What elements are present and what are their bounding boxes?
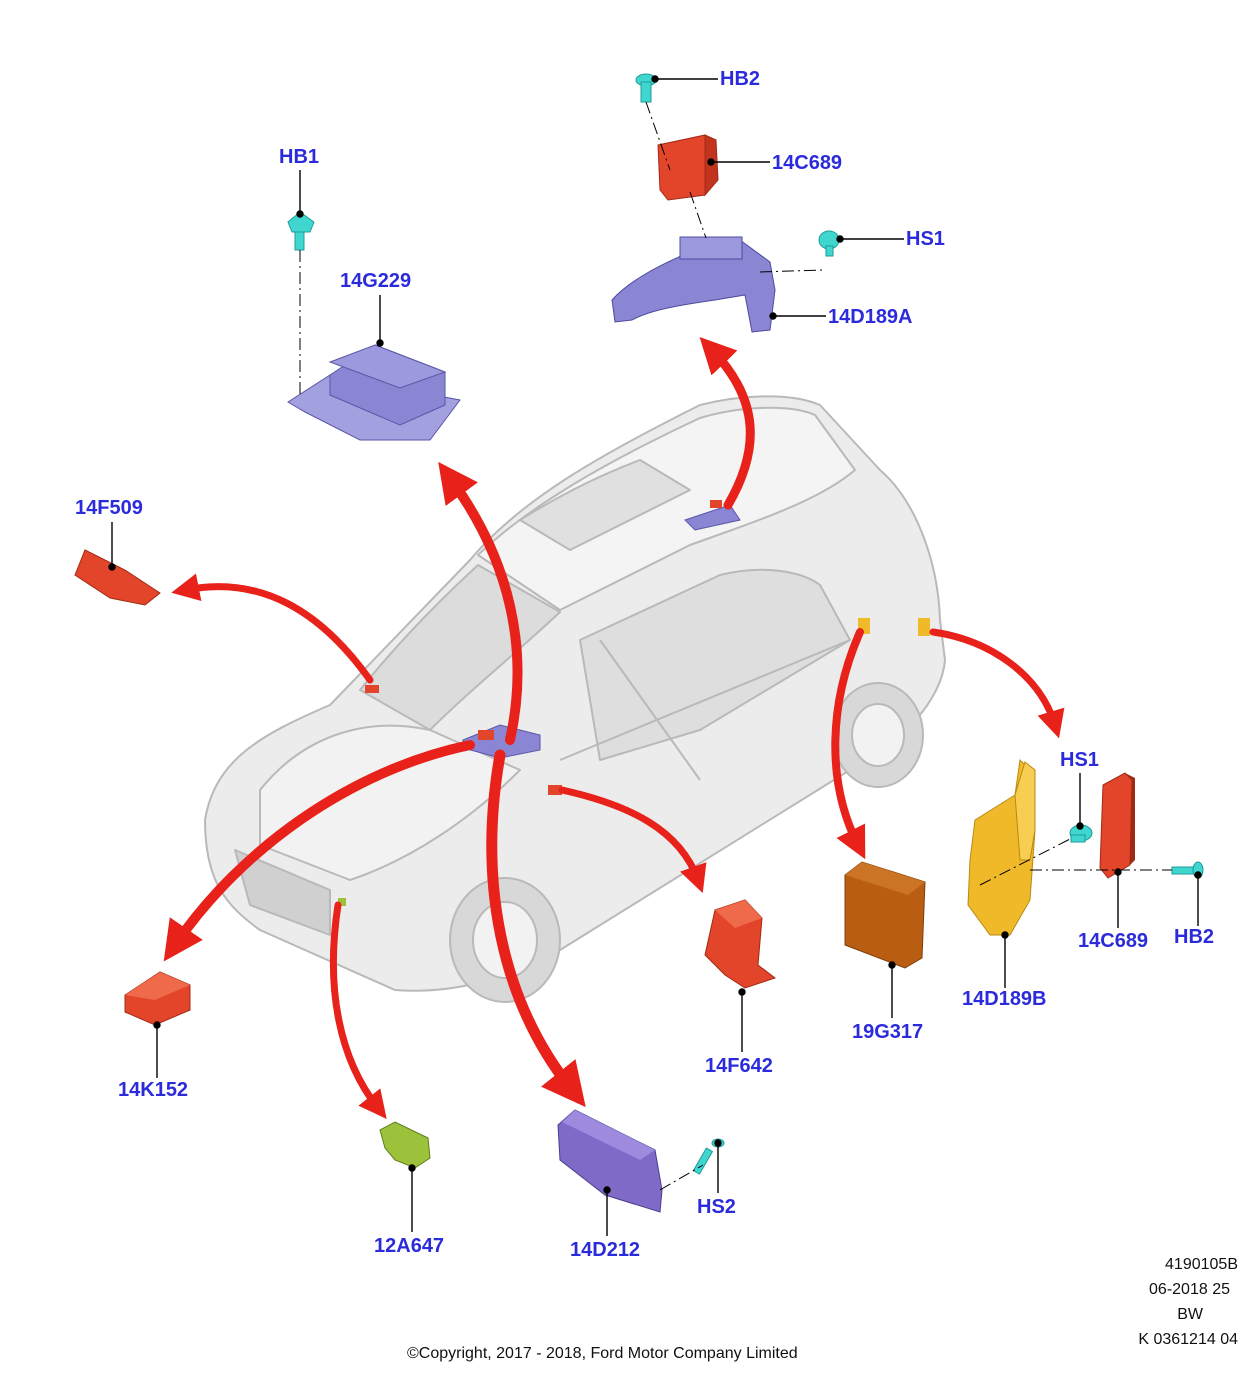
label-19g317[interactable]: 19G317 bbox=[852, 1021, 924, 1043]
reference-code: 4190105B bbox=[1165, 1256, 1238, 1273]
arrow-to-12a647 bbox=[329, 901, 387, 1119]
vehicle-installed-modules bbox=[338, 500, 930, 906]
leader-lines bbox=[108, 75, 1202, 1236]
module-19g317[interactable] bbox=[844, 861, 926, 969]
copyright-notice: ©Copyright, 2017 - 2018, Ford Motor Comp… bbox=[407, 1345, 798, 1362]
arrow-to-14d189b bbox=[929, 628, 1065, 739]
vehicle-grille bbox=[234, 849, 331, 936]
vehicle-sunroof bbox=[519, 459, 691, 551]
arrow-to-14f509 bbox=[171, 573, 374, 684]
arrow-to-14k152 bbox=[163, 740, 475, 962]
module-14f509[interactable] bbox=[74, 549, 161, 606]
module-14c689-right[interactable] bbox=[1099, 772, 1135, 879]
module-14d189b[interactable] bbox=[967, 758, 1036, 936]
label-hs2[interactable]: HS2 bbox=[697, 1196, 736, 1218]
label-hs1-top[interactable]: HS1 bbox=[906, 228, 945, 250]
module-12a647[interactable] bbox=[379, 1121, 431, 1169]
module-14g229[interactable] bbox=[287, 344, 461, 441]
label-14c689-top[interactable]: 14C689 bbox=[772, 152, 843, 174]
module-14d212[interactable] bbox=[557, 1109, 663, 1213]
label-hb2-right[interactable]: HB2 bbox=[1174, 926, 1215, 948]
arrow-to-14f642 bbox=[558, 786, 707, 894]
label-14d189a[interactable]: 14D189A bbox=[828, 306, 913, 328]
label-14c689-right[interactable]: 14C689 bbox=[1078, 930, 1149, 952]
vehicle-roof bbox=[477, 406, 856, 611]
label-14d212[interactable]: 14D212 bbox=[570, 1239, 641, 1261]
label-hb1[interactable]: HB1 bbox=[279, 146, 320, 168]
vehicle-door-gap bbox=[599, 639, 701, 781]
arrow-to-19g317 bbox=[831, 628, 866, 860]
label-14k152[interactable]: 14K152 bbox=[118, 1079, 189, 1101]
nut-hs1-top[interactable] bbox=[818, 230, 840, 257]
label-14g229[interactable]: 14G229 bbox=[340, 270, 412, 292]
reference-initials: BW bbox=[1177, 1306, 1203, 1323]
location-arrows bbox=[163, 337, 1065, 1119]
label-12a647[interactable]: 12A647 bbox=[374, 1235, 445, 1257]
module-14k152[interactable] bbox=[124, 971, 191, 1026]
vehicle-door-line bbox=[559, 639, 851, 761]
alignment-lines bbox=[299, 101, 1172, 1191]
label-hs1-right[interactable]: HS1 bbox=[1060, 749, 1099, 771]
label-14f509[interactable]: 14F509 bbox=[75, 497, 143, 519]
bolt-hb1[interactable] bbox=[287, 211, 315, 251]
vehicle-illustration bbox=[204, 395, 946, 1003]
label-14d189b[interactable]: 14D189B bbox=[962, 988, 1047, 1010]
label-hb2-top[interactable]: HB2 bbox=[720, 68, 761, 90]
vehicle-hood bbox=[259, 724, 521, 881]
nut-hs1-right[interactable] bbox=[1069, 824, 1093, 843]
arrow-to-14d212 bbox=[486, 749, 586, 1108]
label-14f642[interactable]: 14F642 bbox=[705, 1055, 773, 1077]
reference-kcode: K 0361214 04 bbox=[1138, 1331, 1238, 1348]
module-14d189a[interactable] bbox=[611, 236, 776, 333]
module-14f642[interactable] bbox=[704, 899, 777, 989]
arrow-to-14g229 bbox=[438, 461, 523, 745]
module-14c689-top[interactable] bbox=[657, 134, 719, 201]
reference-date: 06-2018 25 bbox=[1149, 1281, 1230, 1298]
arrow-to-14d189a bbox=[699, 337, 755, 510]
